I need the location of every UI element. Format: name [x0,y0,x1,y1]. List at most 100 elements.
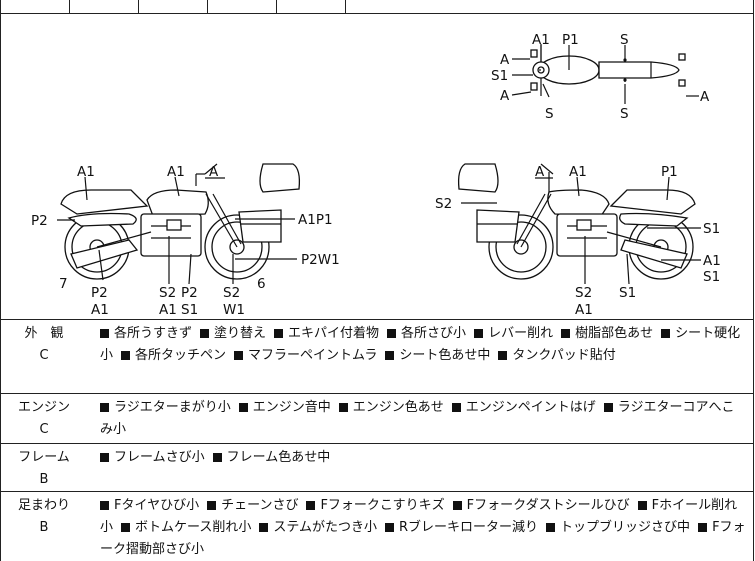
category-grade: C [39,422,49,437]
diagram-label: A1 [77,164,95,180]
category-grade: B [39,472,49,487]
diagram-label: P2 [91,285,108,301]
square-bullet-icon [100,500,109,510]
damage-item: エンジンペイントはげ [451,400,596,415]
damage-item-text: 各所タッチペン [135,348,227,363]
damage-item-text: タンクパッド貼付 [512,348,616,363]
damage-item-text: シート硬化小 [100,326,741,363]
damage-item: 各所うすきず [100,326,192,341]
square-bullet-icon [698,522,708,532]
diagram-label: A [500,88,510,104]
diagram-label: P2 [181,285,198,301]
diagram-label: A1 [569,164,587,180]
section-items: 各所うすきず 塗り替えエキパイ付着物各所さび小レバー削れ 樹脂部色あせシート硬化小各… [100,323,747,367]
damage-item: Fフォーク摺動部さび小 [100,520,746,557]
square-bullet-icon [474,328,484,338]
diagram-label: S1 [181,302,198,318]
damage-item: Fフォークダストシールひび [452,498,630,513]
section-category: エンジン C [1,394,87,441]
section-category: フレーム B [1,444,87,491]
damage-item-text: Fタイヤひび小 [114,498,200,513]
damage-item-text: Fフォークこすりキズ [320,498,445,513]
diagram-label: S1 [703,269,720,285]
square-bullet-icon [637,500,647,510]
damage-item: ラジエターコアへこみ小 [100,400,735,437]
diagram-label: S [545,106,554,122]
damage-item: タンクパッド貼付 [498,348,616,363]
square-bullet-icon [498,350,508,360]
square-bullet-icon [100,452,109,462]
square-bullet-icon [121,522,131,532]
damage-item: エンジン音中 [238,400,331,415]
damage-item: シート硬化小 [100,326,740,363]
diagram-label: S [620,32,629,48]
damage-item: ステムがたつき小 [259,520,377,535]
damage-item-text: 樹脂部色あせ [575,326,654,341]
section-category: 外 観 C [1,320,87,367]
diagram-label: S2 [159,285,176,301]
square-bullet-icon [546,522,556,532]
diagram-label: P1 [661,164,678,180]
diagram-label: 6 [257,276,266,292]
diagram-label: P2 [31,213,48,229]
square-bullet-icon [259,522,269,532]
square-bullet-icon [200,328,210,338]
square-bullet-icon [561,328,571,338]
damage-item: Rブレーキローター減り [385,520,538,535]
category-name: フレーム [18,450,70,465]
damage-item: Fタイヤひび小 [100,498,199,513]
square-bullet-icon [338,402,348,412]
square-bullet-icon [603,402,613,412]
damage-item: 各所さび小 [387,326,466,341]
diagram-label: 7 [59,276,68,292]
diagram-label: S [620,106,629,122]
diagram-label: P1 [562,32,579,48]
damage-item: マフラーペイントムラ [234,348,377,363]
section-engine: エンジン C ラジエターまがり小エンジン音中 エンジン色あせ エンジンペイントはげラ… [1,394,753,444]
damage-item-text: シート色あせ中 [399,348,491,363]
damage-item: トップブリッジさび中 [546,520,690,535]
damage-item: シート色あせ中 [385,348,490,363]
damage-item: 各所タッチペン [121,348,226,363]
category-grade: C [39,348,49,363]
damage-item-text: エンジンペイントはげ [465,400,596,415]
diagram-label: A1 [532,32,550,48]
square-bullet-icon [385,522,394,532]
section-category: 足まわり B [1,492,87,539]
square-bullet-icon [234,350,244,360]
square-bullet-icon [452,500,462,510]
square-bullet-icon [306,500,316,510]
section-exterior: 外 観 C 各所うすきず塗り替えエキパイ付着物各所さび小レバー削れ樹脂部色あせシ… [1,320,753,394]
square-bullet-icon [385,350,395,360]
strip-cell [138,0,208,13]
damage-item: Fフォークこすりキズ [306,498,445,513]
damage-item: フレームさび小 [100,450,205,465]
damage-item-text: ステムがたつき小 [273,520,377,535]
diagram-label: A [535,164,545,180]
square-bullet-icon [100,328,109,338]
damage-item-text: 塗り替え [214,326,267,341]
damage-item: レバー削れ [474,326,553,341]
diagram-label: A1 [167,164,185,180]
damage-item: 樹脂部色あせ [561,326,653,341]
diagram-label: A1P1 [298,212,333,228]
damage-item-text: Rブレーキローター減り [399,520,539,535]
damage-item: Fホイール削れ小 [100,498,737,535]
diagram-label: S1 [491,68,508,84]
right-side-motorcycle [457,163,696,280]
square-bullet-icon [121,350,131,360]
damage-item-text: エンジン色あせ [352,400,444,415]
square-bullet-icon [207,500,217,510]
diagram-label: A [700,89,710,105]
square-bullet-icon [212,452,222,462]
damage-item: ラジエターまがり小 [100,400,231,415]
damage-item-text: ラジエターまがり小 [114,400,231,415]
damage-item-text: フレーム色あせ中 [226,450,331,465]
damage-item-text: フレームさび小 [114,450,205,465]
square-bullet-icon [387,328,397,338]
damage-item-text: マフラーペイントムラ [248,348,378,363]
left-side-motorcycle [60,163,301,280]
damage-item: エキパイ付着物 [274,326,379,341]
